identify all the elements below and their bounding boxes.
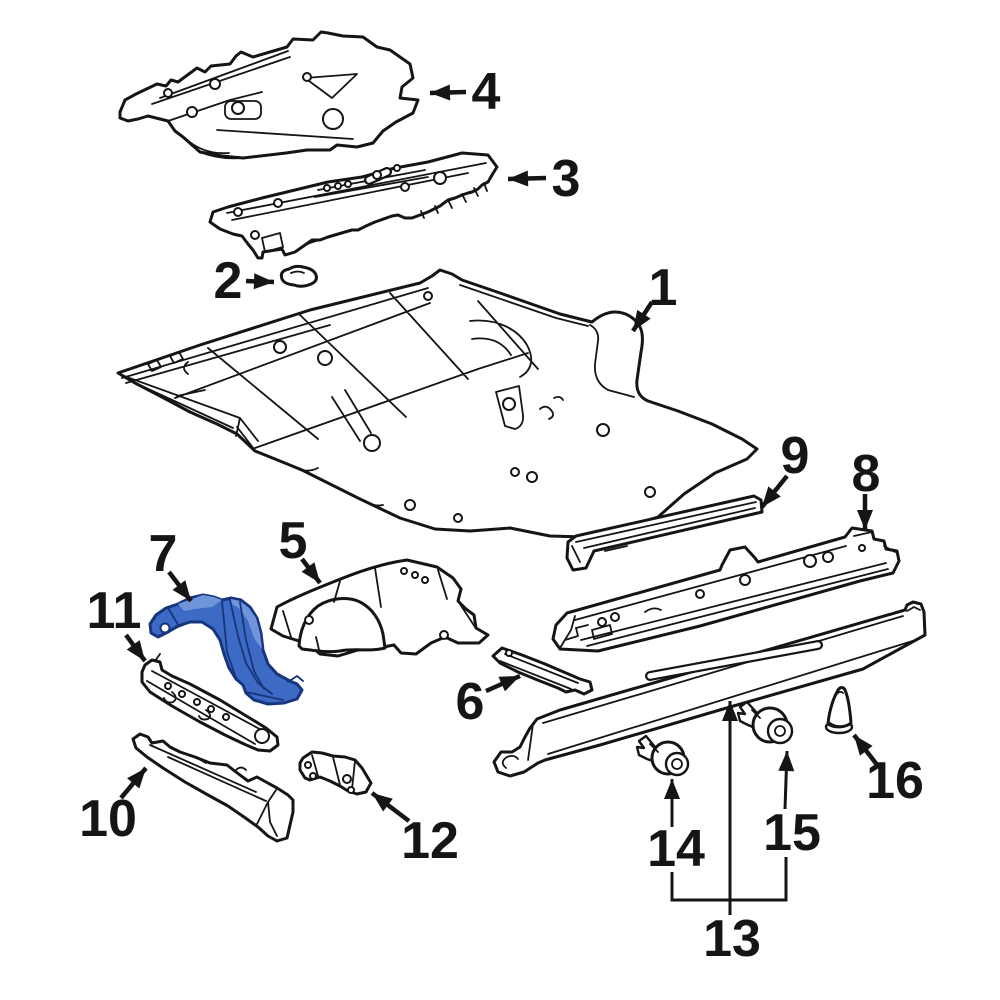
part-3-drawing <box>208 151 499 260</box>
detail-lines <box>121 284 635 507</box>
callout-13-label: 13 <box>703 910 761 968</box>
clip-pin <box>664 751 690 777</box>
callout-3-label: 3 <box>552 150 581 208</box>
callout-7-label: 7 <box>149 525 178 583</box>
callout-1-arrow <box>631 300 654 333</box>
top-facet-arm <box>178 595 222 611</box>
callout-4-label: 4 <box>472 63 501 121</box>
detail-lines <box>149 744 278 837</box>
holes <box>232 164 448 240</box>
callout-8-label: 8 <box>852 445 881 503</box>
detail-lines <box>290 270 305 274</box>
arch-opening <box>297 597 387 654</box>
callout-11-label: 11 <box>87 582 142 640</box>
part-12-drawing <box>298 750 373 796</box>
part-16-drawing <box>824 686 854 735</box>
detail-lines <box>282 567 476 655</box>
callout-5-label: 5 <box>279 512 308 570</box>
part-11-drawing <box>140 653 280 753</box>
part-14-drawing <box>635 734 690 777</box>
detail-lines <box>146 653 268 745</box>
callout-10-label: 10 <box>79 790 137 848</box>
callout-12-label: 12 <box>401 812 459 870</box>
holes <box>163 682 271 744</box>
callout-12-arrow <box>370 791 411 823</box>
holes <box>303 567 450 640</box>
callout-7-arrow <box>167 570 193 603</box>
part-8-drawing <box>551 526 901 653</box>
outline <box>116 268 759 539</box>
callout-3-arrow <box>507 170 547 187</box>
detail-lines <box>226 162 488 253</box>
detail-lines <box>151 50 358 160</box>
part-4-drawing <box>118 30 420 160</box>
callout-11-arrow <box>124 633 147 663</box>
outline <box>131 732 295 843</box>
callout-2-arrow <box>245 273 275 290</box>
holes <box>504 649 514 657</box>
callout-4-arrow <box>429 84 467 101</box>
top-facet-curve <box>230 599 262 649</box>
detail-lines <box>559 531 896 649</box>
callout-16-arrow <box>852 733 880 768</box>
holes <box>303 761 356 794</box>
holes <box>272 291 657 523</box>
detail-lines <box>571 501 757 563</box>
callout-1-label: 1 <box>649 259 678 317</box>
part-10-drawing <box>131 732 295 843</box>
callout-14-label: 14 <box>647 820 705 878</box>
clip-cone <box>826 686 853 729</box>
detail-lines <box>157 599 304 701</box>
outline <box>208 151 499 260</box>
outline <box>279 264 318 288</box>
clip-pin <box>766 717 794 745</box>
hole <box>159 622 171 634</box>
detail-lines <box>499 653 579 690</box>
callout-15-arrow <box>778 750 795 810</box>
callout-2-label: 2 <box>214 252 243 310</box>
callout-10-arrow <box>119 766 148 800</box>
callout-16-label: 16 <box>866 752 924 810</box>
slot-inner <box>647 642 821 679</box>
callout-9-arrow <box>760 474 789 509</box>
part-5-drawing <box>269 558 490 658</box>
part-15-drawing <box>736 700 794 745</box>
holes <box>162 72 345 130</box>
outline <box>565 494 764 572</box>
detail-lines <box>311 754 356 790</box>
part-9-drawing <box>565 494 764 572</box>
clip-pin-inner <box>649 743 683 770</box>
clip-pin-inner <box>751 709 786 737</box>
callout-9-label: 9 <box>781 427 810 485</box>
outline <box>118 30 420 160</box>
clip-detail <box>829 690 850 728</box>
holes <box>596 544 867 627</box>
callout-6-arrow <box>485 673 521 694</box>
part-6-drawing <box>491 646 594 696</box>
part-13-drawing <box>492 600 927 778</box>
part-7-drawing-highlighted <box>148 593 304 706</box>
callout-6-label: 6 <box>456 673 485 731</box>
detail-lines <box>501 606 921 769</box>
callout-15-label: 15 <box>763 804 821 862</box>
part-1-drawing <box>116 268 759 539</box>
part-2-drawing <box>279 264 318 288</box>
callout-5-arrow <box>300 557 322 585</box>
